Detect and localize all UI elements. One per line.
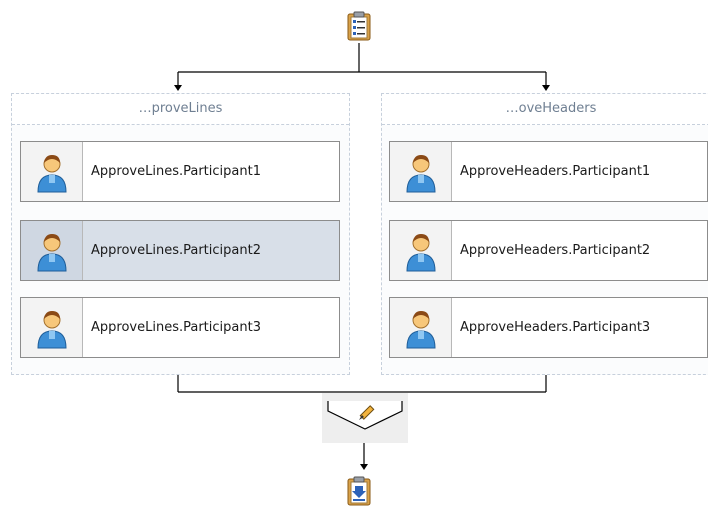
participant-approvelines-3[interactable]: ApproveLines.Participant3 [20, 297, 340, 358]
participant-approveheaders-3[interactable]: ApproveHeaders.Participant3 [389, 297, 708, 358]
user-icon [390, 298, 452, 357]
participant-label: ApproveLines.Participant1 [91, 164, 261, 179]
merge-node[interactable] [322, 393, 408, 443]
user-icon [21, 221, 83, 280]
pencil-edit-icon [359, 405, 375, 420]
download-task-icon[interactable] [347, 476, 371, 506]
participant-label: ApproveHeaders.Participant2 [460, 243, 651, 258]
user-icon [390, 221, 452, 280]
task-list-icon[interactable] [347, 11, 371, 41]
user-icon [21, 142, 83, 201]
participant-label: ApproveHeaders.Participant1 [460, 164, 651, 179]
participant-label: ApproveHeaders.Participant3 [460, 320, 651, 335]
branch-title-left: …proveLines [12, 94, 349, 125]
user-icon [390, 142, 452, 201]
participant-approvelines-2[interactable]: ApproveLines.Participant2 [20, 220, 340, 281]
participant-approvelines-1[interactable]: ApproveLines.Participant1 [20, 141, 340, 202]
participant-label: ApproveLines.Participant2 [91, 243, 261, 258]
user-icon [21, 298, 83, 357]
participant-approveheaders-2[interactable]: ApproveHeaders.Participant2 [389, 220, 708, 281]
branch-title-right: …oveHeaders [382, 94, 708, 125]
participant-label: ApproveLines.Participant3 [91, 320, 261, 335]
participant-approveheaders-1[interactable]: ApproveHeaders.Participant1 [389, 141, 708, 202]
